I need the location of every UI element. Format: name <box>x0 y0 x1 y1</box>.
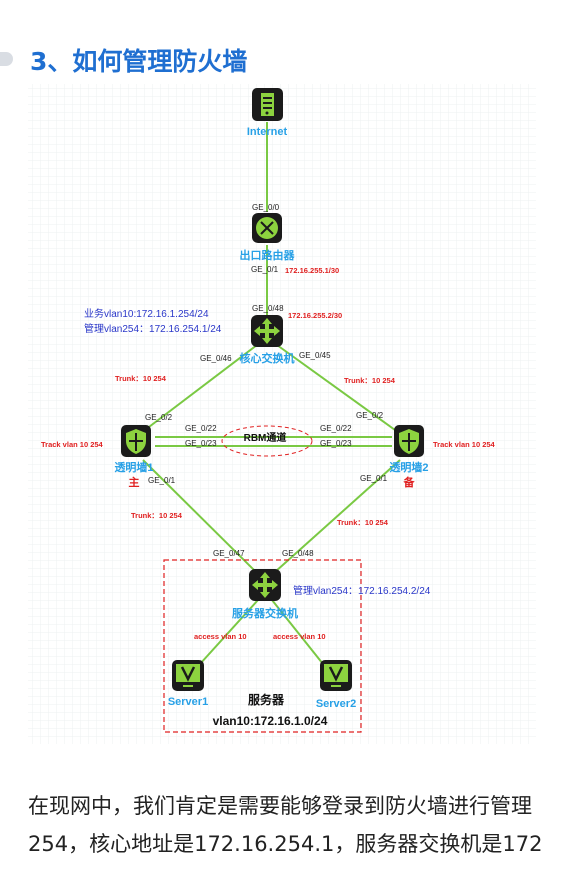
link-switch-server1 <box>199 599 259 665</box>
ip-router-link: 172.16.255.1/30 <box>285 266 339 275</box>
port-core-right: GE_0/45 <box>299 351 331 360</box>
link-switch-server2 <box>271 599 324 665</box>
paragraph-line-2: 254，核心地址是172.16.254.1，服务器交换机是172 <box>28 832 543 856</box>
server-zone-subnet: vlan10:172.16.1.0/24 <box>213 714 328 728</box>
access-server1: access vlan 10 <box>194 632 247 641</box>
port-switch-left: GE_0/47 <box>213 549 245 558</box>
link-core-fw1 <box>144 344 258 431</box>
link-fw2-switch <box>274 459 401 573</box>
port-router-bottom: GE_0/1 <box>251 265 279 274</box>
core-switch-label: 核心交换机 <box>240 351 295 365</box>
port-core-left: GE_0/46 <box>200 354 232 363</box>
trunk-fw1-switch: Trunk：10 254 <box>131 511 183 520</box>
server-switch-label: 服务器交换机 <box>232 606 298 620</box>
port-core-top: GE_0/48 <box>252 304 284 313</box>
links <box>142 122 401 665</box>
ip-core-link: 172.16.255.2/30 <box>288 311 342 320</box>
paragraph-line-1: 在现网中，我们肯定是需要能够登录到防火墙进行管理 <box>28 794 532 818</box>
port-switch-right: GE_0/48 <box>282 549 314 558</box>
router-label: 出口路由器 <box>240 248 296 262</box>
server-zone-border <box>163 559 362 733</box>
trunk-core-fw1: Trunk：10 254 <box>115 374 167 383</box>
page-title: 3、如何管理防火墙 <box>30 47 248 76</box>
server1-icon <box>172 660 204 691</box>
rbm-ellipse <box>221 425 313 457</box>
firewall1-label: 透明墙1 <box>114 460 153 474</box>
port-fw2-up: GE_0/2 <box>356 411 384 420</box>
firewall2-label: 透明墙2 <box>389 460 428 474</box>
rbm-label: RBM通道 <box>244 431 287 444</box>
core-switch-icon <box>251 315 283 347</box>
server-zone-title: 服务器 <box>248 692 285 707</box>
server-switch-icon <box>249 569 281 601</box>
port-fw1-rbm2: GE_0/23 <box>185 439 217 448</box>
title-marker <box>0 52 13 66</box>
server1-label: Server1 <box>168 696 208 708</box>
port-fw1-up: GE_0/2 <box>145 413 173 422</box>
access-server2: access vlan 10 <box>273 632 326 641</box>
internet-server-icon <box>252 88 283 121</box>
trunk-fw2-switch: Trunk：10 254 <box>337 518 389 527</box>
server2-icon <box>320 660 352 691</box>
server2-label: Server2 <box>316 698 356 710</box>
router-icon <box>252 213 282 243</box>
track-fw1: Track vlan 10 254 <box>41 440 104 449</box>
port-fw2-down: GE_0/1 <box>360 474 388 483</box>
link-fw1-switch <box>142 459 257 573</box>
link-core-fw2 <box>276 344 396 431</box>
trunk-core-fw2: Trunk：10 254 <box>344 376 396 385</box>
port-fw2-rbm1: GE_0/22 <box>320 424 352 433</box>
internet-label: Internet <box>247 126 288 138</box>
firewall2-role: 备 <box>403 475 416 489</box>
diagram-background <box>28 84 536 744</box>
port-fw2-rbm2: GE_0/23 <box>320 439 352 448</box>
firewall2-icon <box>394 425 424 457</box>
port-fw1-down: GE_0/1 <box>148 476 176 485</box>
port-router-top: GE_0/0 <box>252 203 280 212</box>
core-business-vlan: 业务vlan10:172.16.1.254/24 <box>84 307 209 320</box>
port-fw1-rbm1: GE_0/22 <box>185 424 217 433</box>
firewall1-role: 主 <box>129 475 140 489</box>
firewall1-icon <box>121 425 151 457</box>
core-mgmt-vlan: 管理vlan254：172.16.254.1/24 <box>84 322 222 335</box>
track-fw2: Track vlan 10 254 <box>433 440 496 449</box>
switch-mgmt-vlan: 管理vlan254：172.16.254.2/24 <box>293 584 431 597</box>
